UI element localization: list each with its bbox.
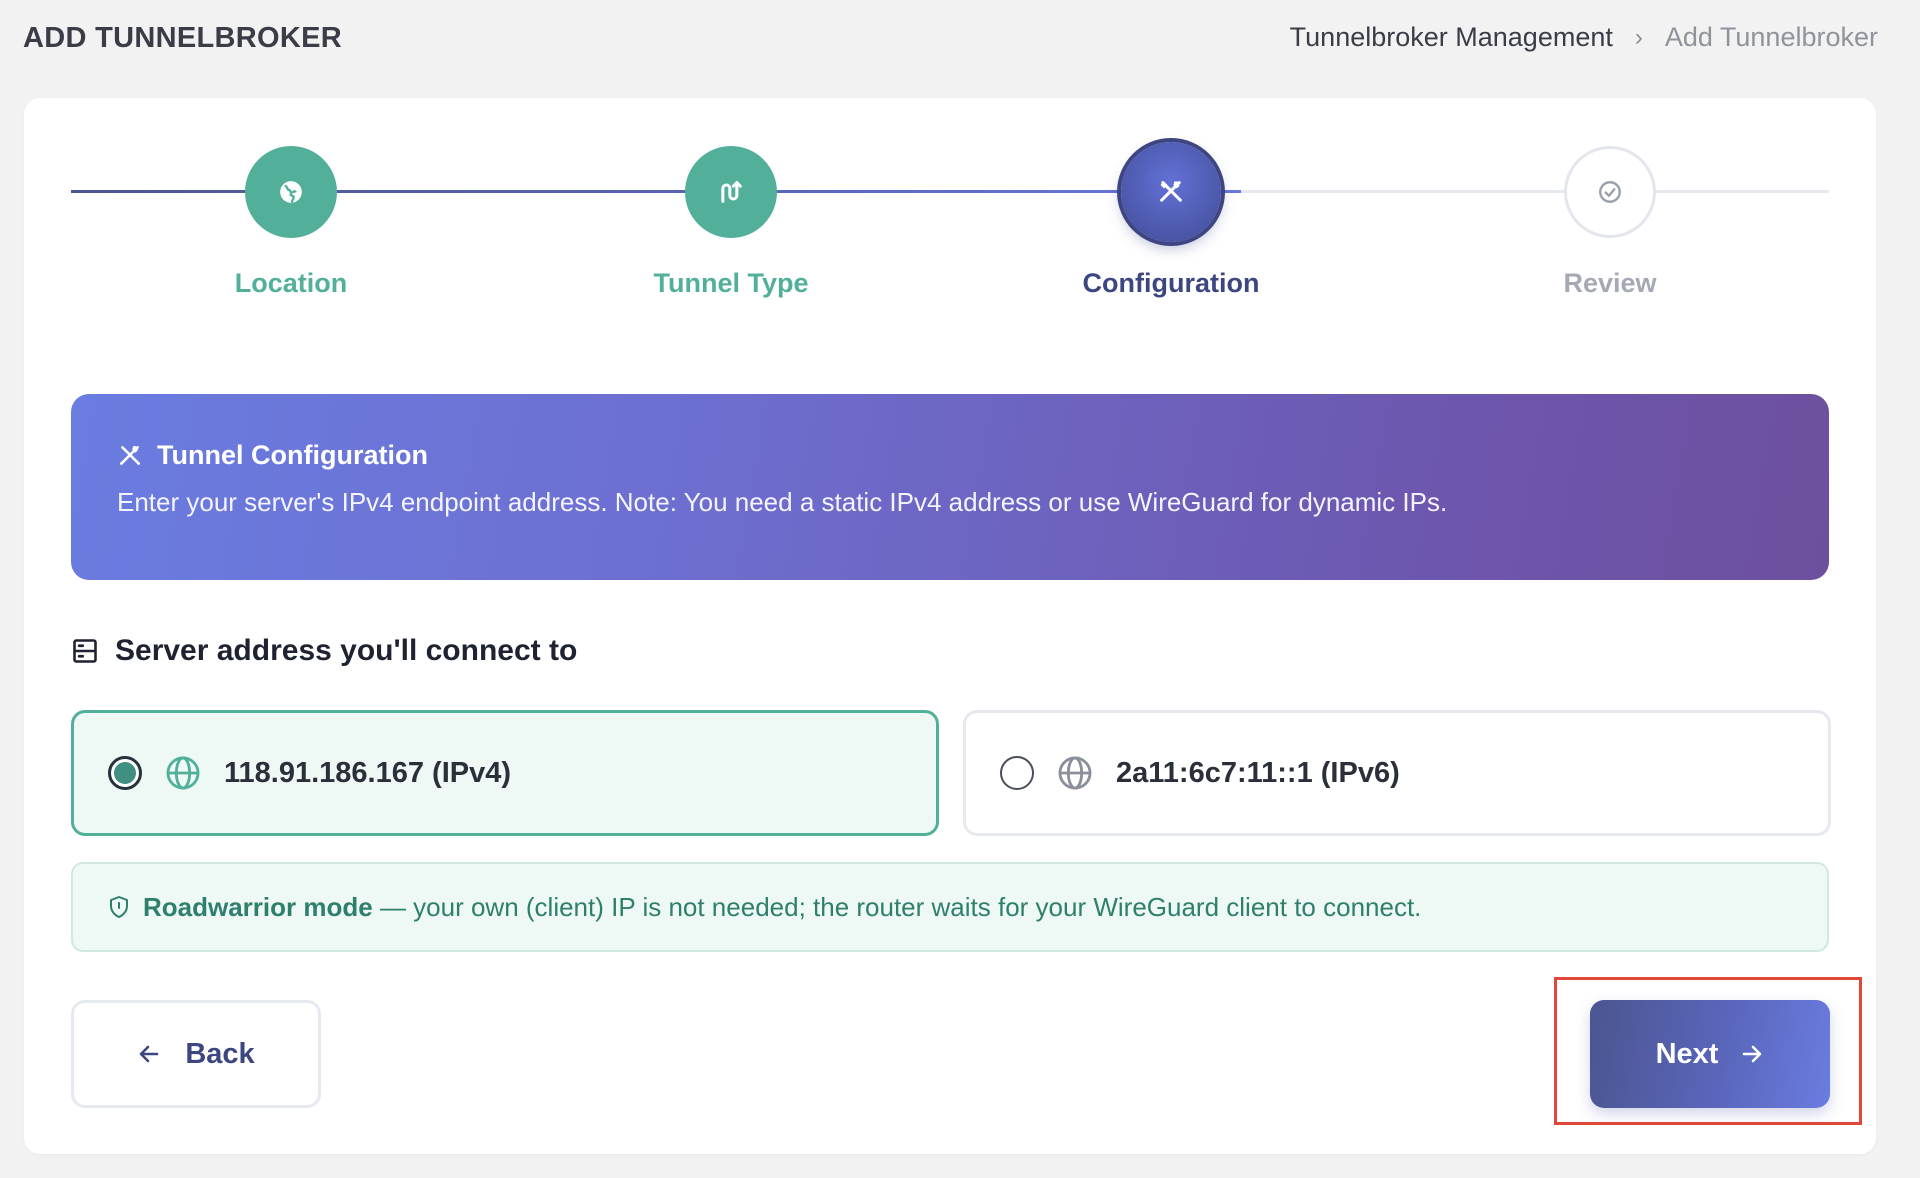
banner-text: Enter your server's IPv4 endpoint addres… xyxy=(117,487,1448,517)
server-option-ipv4[interactable]: 118.91.186.167 (IPv4) xyxy=(71,710,939,836)
tools-icon xyxy=(117,443,143,469)
radio-ipv4[interactable] xyxy=(108,756,142,790)
route-icon xyxy=(717,178,745,206)
globe-icon xyxy=(278,179,304,205)
tools-icon xyxy=(1157,178,1185,206)
server-section-title: Server address you'll connect to xyxy=(115,634,578,667)
server-option-ipv6[interactable]: 2a11:6c7:11::1 (IPv6) xyxy=(963,710,1831,836)
server-icon xyxy=(71,637,99,665)
server-section-header: Server address you'll connect to xyxy=(71,634,577,668)
radio-ipv6[interactable] xyxy=(1000,756,1034,790)
breadcrumb: Tunnelbroker Management › Add Tunnelbrok… xyxy=(1290,22,1878,53)
roadwarrior-notice: Roadwarrior mode — your own (client) IP … xyxy=(71,862,1829,952)
step-tunnel-type-circle[interactable] xyxy=(685,146,777,238)
next-button[interactable]: Next xyxy=(1590,1000,1830,1108)
breadcrumb-current: Add Tunnelbroker xyxy=(1664,22,1878,52)
stepper: Location Tunnel Type Configuration xyxy=(24,98,1876,328)
breadcrumb-separator: › xyxy=(1634,23,1643,51)
check-circle-icon xyxy=(1597,179,1623,205)
server-option-ipv6-label: 2a11:6c7:11::1 (IPv6) xyxy=(1116,756,1400,789)
wizard-card: Location Tunnel Type Configuration xyxy=(24,98,1876,1154)
stepper-progress-line xyxy=(71,190,1241,193)
top-bar: ADD TUNNELBROKER Tunnelbroker Management… xyxy=(0,0,1920,80)
back-button-label: Back xyxy=(185,1037,255,1070)
step-configuration[interactable]: Configuration xyxy=(1071,142,1271,299)
globe-icon xyxy=(1056,754,1094,792)
step-location-label: Location xyxy=(234,268,348,298)
page-title: ADD TUNNELBROKER xyxy=(23,22,342,54)
step-configuration-label: Configuration xyxy=(1082,268,1260,298)
step-configuration-circle[interactable] xyxy=(1121,142,1221,242)
server-option-ipv4-label: 118.91.186.167 (IPv4) xyxy=(224,756,512,789)
step-review-circle[interactable] xyxy=(1564,146,1656,238)
config-banner: Tunnel Configuration Enter your server's… xyxy=(71,394,1829,580)
notice-strong-text: Roadwarrior mode xyxy=(143,891,373,922)
step-tunnel-type-label: Tunnel Type xyxy=(653,268,809,298)
banner-title: Tunnel Configuration xyxy=(157,440,428,470)
banner-header: Tunnel Configuration xyxy=(117,440,1783,471)
step-location-circle[interactable] xyxy=(245,146,337,238)
notice-text: — your own (client) IP is not needed; th… xyxy=(372,891,1422,922)
step-location[interactable]: Location xyxy=(191,146,391,299)
back-button[interactable]: Back xyxy=(71,1000,321,1108)
shield-icon xyxy=(107,895,131,919)
next-button-label: Next xyxy=(1655,1037,1719,1070)
step-review-label: Review xyxy=(1563,268,1657,298)
step-review[interactable]: Review xyxy=(1510,146,1710,299)
arrow-right-icon xyxy=(1740,1042,1764,1066)
globe-icon xyxy=(164,754,202,792)
breadcrumb-link-management[interactable]: Tunnelbroker Management xyxy=(1289,22,1613,52)
stepper-remaining-line xyxy=(1241,190,1829,193)
step-tunnel-type[interactable]: Tunnel Type xyxy=(631,146,831,299)
arrow-left-icon xyxy=(137,1042,161,1066)
